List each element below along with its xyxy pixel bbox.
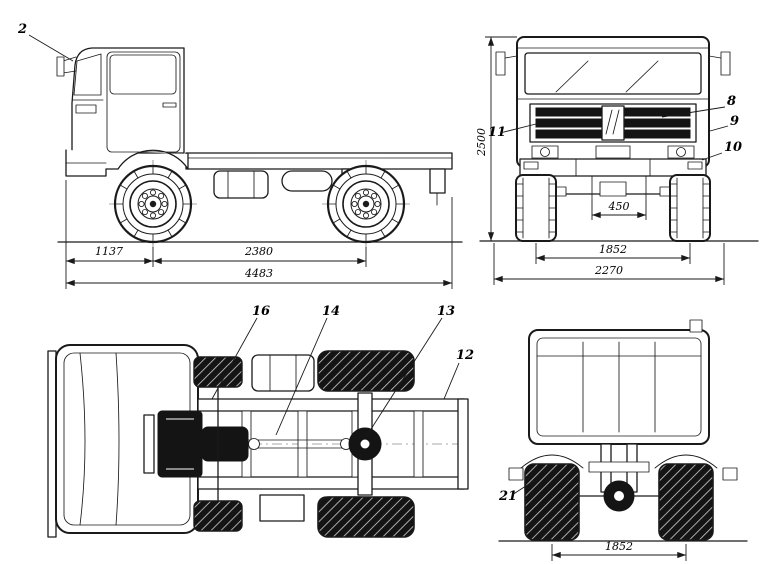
callout-12-label: 12 xyxy=(456,348,474,363)
dim-track: 1852 xyxy=(599,243,627,256)
callout-21: 21 xyxy=(498,479,536,504)
callout-9-leader xyxy=(709,125,729,132)
callout-12-leader xyxy=(443,362,460,400)
battery-box xyxy=(259,494,305,522)
rear-tire-left xyxy=(524,463,580,541)
windshield-side xyxy=(73,53,102,96)
front-view: 2500 450 1852 2270 8 9 10 11 xyxy=(475,36,759,285)
dim-overall-width: 2270 xyxy=(594,264,623,277)
callout-16-leader xyxy=(211,317,258,400)
turn-signal-left xyxy=(523,161,539,170)
dim-track: 1852 xyxy=(605,540,633,553)
air-intake xyxy=(689,319,703,333)
callout-2-label: 2 xyxy=(17,22,27,37)
callout-11-label: 11 xyxy=(488,125,506,140)
callout-21-leader xyxy=(511,479,536,496)
front-tire-right xyxy=(669,174,711,242)
fuel-tank xyxy=(213,170,269,199)
transmission xyxy=(201,426,249,462)
front-wheel-left xyxy=(193,356,243,388)
rear-truck-drawing xyxy=(498,319,748,542)
fuel-tank-plan xyxy=(251,354,315,392)
rear-tire-right xyxy=(658,463,714,541)
callout-8-leader xyxy=(661,106,726,118)
callout-11-leader xyxy=(499,123,537,134)
callout-2: 2 xyxy=(17,22,74,62)
grille xyxy=(529,103,697,143)
callout-14-label: 14 xyxy=(322,304,340,319)
radiator xyxy=(143,414,155,474)
center-plate xyxy=(595,145,631,159)
rear-bracket xyxy=(429,168,446,194)
callout-21-label: 21 xyxy=(498,489,517,504)
windshield xyxy=(524,52,702,95)
rear-wheel xyxy=(320,158,412,250)
fender-right xyxy=(654,454,718,469)
bumper xyxy=(519,158,707,177)
callout-16-label: 16 xyxy=(252,304,270,319)
mirror-left xyxy=(495,51,518,76)
side-dimensions: 1137 2380 4483 xyxy=(65,180,453,289)
rear-view: 1852 21 xyxy=(498,319,748,561)
dim-wheelbase: 2380 xyxy=(244,245,273,258)
callout-13-leader xyxy=(365,317,443,438)
cab-rear xyxy=(528,319,710,445)
door-handle xyxy=(162,102,177,108)
door xyxy=(106,51,181,153)
fender-left xyxy=(520,454,584,469)
front-axle xyxy=(533,175,693,201)
rear-axle-plan xyxy=(317,350,415,538)
rear-wheel-left xyxy=(317,350,415,392)
callout-9-label: 9 xyxy=(730,114,739,129)
callout-10-label: 10 xyxy=(724,140,742,155)
front-axle-plan xyxy=(193,356,243,532)
front-wheel xyxy=(107,158,199,250)
bumper-fender xyxy=(65,149,189,177)
front-bumper-top xyxy=(47,350,57,538)
wiper-right xyxy=(625,60,659,93)
mirror xyxy=(56,56,77,77)
front-truck-drawing xyxy=(479,36,759,242)
plan-view: 16 14 13 12 xyxy=(47,304,474,538)
dim-frame: 450 xyxy=(608,200,630,213)
front-wheel-right xyxy=(193,500,243,532)
brand-emblem xyxy=(601,105,625,141)
side-view: 1137 2380 4483 2 xyxy=(17,22,463,289)
dim-front-overhang: 1137 xyxy=(95,245,123,258)
callout-8-label: 8 xyxy=(727,94,736,109)
front-dimensions: 2500 450 1852 2270 xyxy=(475,36,725,285)
front-callouts: 8 9 10 11 xyxy=(488,94,742,161)
plan-callouts: 16 14 13 12 xyxy=(211,304,474,438)
door-window xyxy=(109,54,177,95)
rear-dimensions: 1852 xyxy=(551,540,687,561)
cab xyxy=(56,47,189,177)
rear-wheel-right xyxy=(317,496,415,538)
wiper-left xyxy=(555,60,589,93)
taillight-right xyxy=(722,467,738,481)
callout-14-leader xyxy=(275,317,328,436)
headlights xyxy=(531,145,695,159)
chassis-frame xyxy=(185,152,453,206)
dim-height: 2500 xyxy=(475,128,488,157)
mirror-right xyxy=(708,51,731,76)
cab-top xyxy=(47,344,203,538)
engine xyxy=(157,410,203,478)
callout-10-leader xyxy=(701,152,723,161)
plan-truck-drawing xyxy=(47,344,472,538)
callout-13-label: 13 xyxy=(437,304,455,319)
front-vent xyxy=(75,104,97,114)
driveline xyxy=(201,426,352,462)
callout-2-leader xyxy=(28,34,74,62)
side-truck-drawing xyxy=(56,47,463,250)
turn-signal-right xyxy=(687,161,703,170)
taillight-left xyxy=(508,467,524,481)
air-tank xyxy=(281,170,333,192)
dim-overall-length: 4483 xyxy=(244,267,273,280)
front-tire-left xyxy=(515,174,557,242)
rear-crossmember xyxy=(457,398,469,490)
